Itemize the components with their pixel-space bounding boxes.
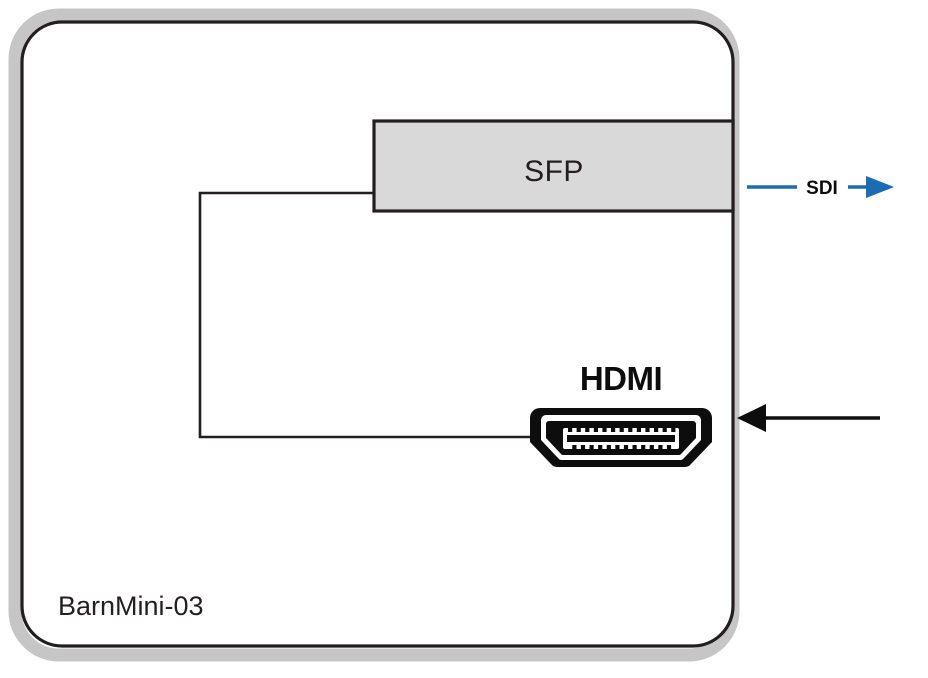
- sdi-label: SDI: [806, 178, 838, 199]
- link-hdmi-to-sfp: [198, 191, 530, 439]
- device-enclosure: [8, 8, 740, 662]
- device-model-label: BarnMini-03: [58, 591, 204, 621]
- module-sfp[interactable]: SFP: [372, 119, 735, 213]
- port-hdmi[interactable]: HDMI: [530, 360, 712, 467]
- hdmi-in-arrow-head: [737, 404, 766, 432]
- hdmi-pin-slot: [567, 435, 675, 442]
- device-enclosure-body: [20, 20, 735, 648]
- hdmi-teeth-bottom: [572, 445, 672, 449]
- module-sfp-box: [372, 119, 735, 213]
- sdi-arrow-head: [866, 176, 894, 198]
- signal-hdmi-in: [737, 404, 880, 432]
- module-sfp-label: SFP: [524, 155, 584, 188]
- signal-sdi-out: SDI: [747, 176, 894, 199]
- hdmi-connector-icon: [530, 408, 712, 467]
- hdmi-label: HDMI: [580, 360, 662, 397]
- hdmi-teeth-top: [568, 428, 676, 432]
